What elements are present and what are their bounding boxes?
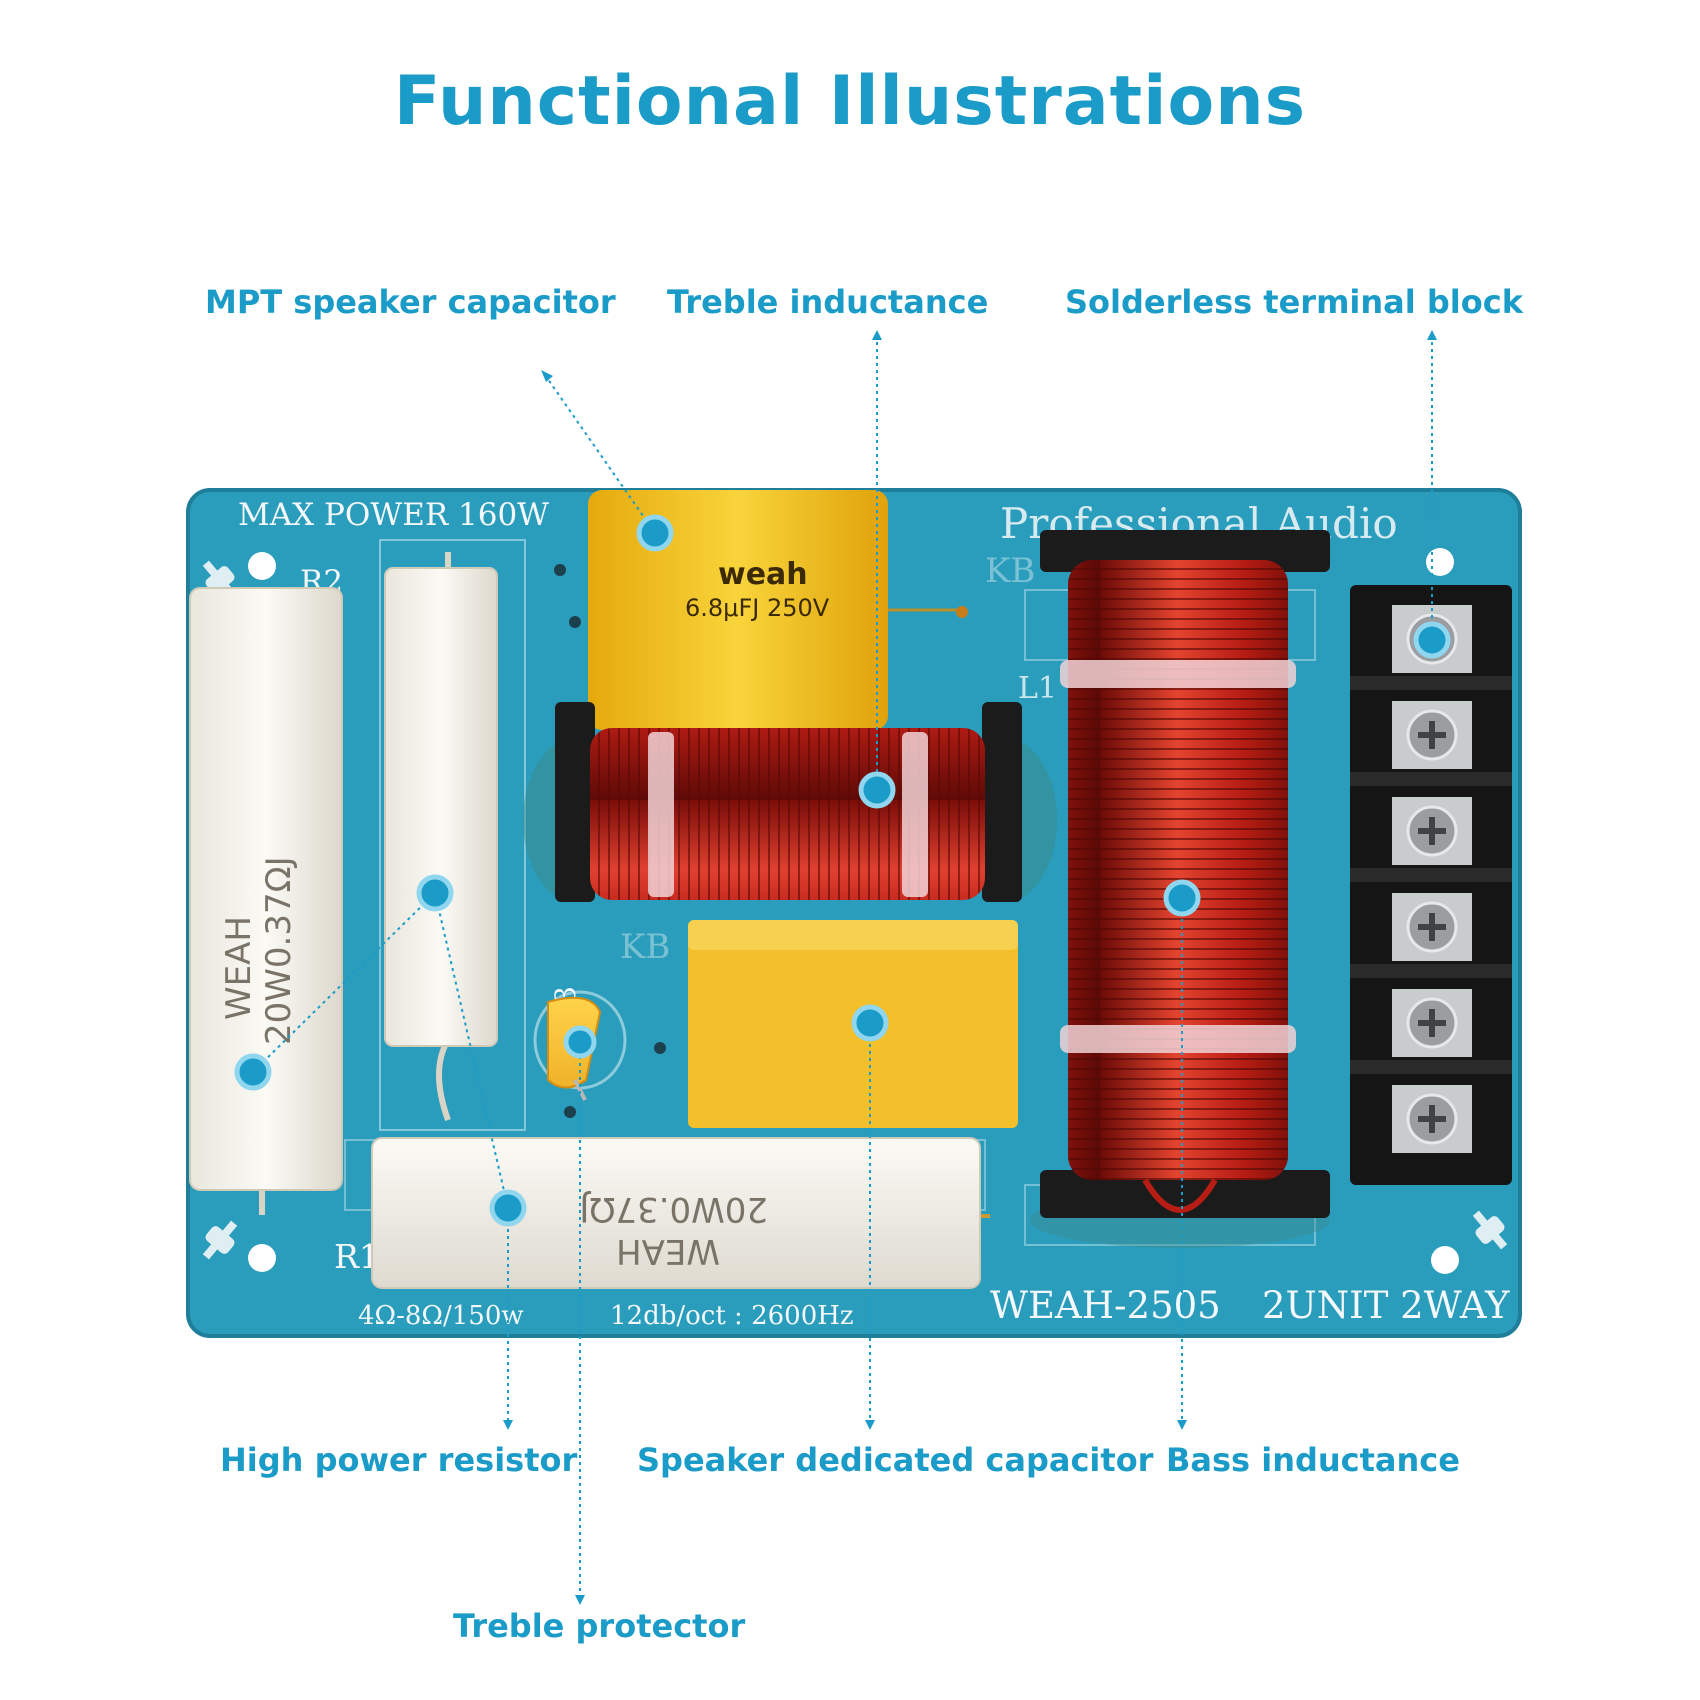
callout-terminal-block: Solderless terminal block — [1065, 283, 1523, 321]
callout-high-power-resistor: High power resistor — [220, 1441, 578, 1479]
page-title: Functional Illustrations — [393, 62, 1307, 141]
middle-power-resistor — [384, 552, 498, 1122]
mpt-capacitor-part: weah 6.8μFJ 250V — [588, 490, 968, 730]
impedance-label: 4Ω-8Ω/150w — [358, 1301, 524, 1331]
terminal-screw-icon — [1392, 1085, 1472, 1153]
bottom-power-resistor: 20W0.37ΩJ WEAH — [371, 1137, 990, 1289]
kb-mark-left: KB — [620, 927, 670, 967]
bottom-resistor-marking-2: 20W0.37ΩJ — [579, 1189, 768, 1229]
marker-dot — [234, 1053, 272, 1091]
config-label: 2UNIT 2WAY — [1262, 1284, 1510, 1327]
l1-label: L1 — [1018, 671, 1057, 706]
model-label: WEAH-2505 — [990, 1284, 1221, 1327]
marker-dot — [858, 771, 896, 809]
callout-mpt-capacitor: MPT speaker capacitor — [205, 283, 616, 321]
terminal-screw-icon — [1392, 701, 1472, 769]
terminal-screw-icon — [1392, 797, 1472, 865]
left-power-resistor: WEAH 20W0.37ΩJ — [189, 587, 343, 1215]
marker-dot — [563, 1025, 597, 1059]
max-power-label: MAX POWER 160W — [238, 497, 549, 533]
marker-dot — [636, 514, 674, 552]
capacitor-brand-text: weah — [718, 557, 808, 592]
screw-icon — [1472, 1210, 1508, 1250]
terminal-block-part — [1350, 585, 1512, 1185]
mounting-hole — [248, 552, 276, 580]
callout-bass-inductance: Bass inductance — [1166, 1441, 1460, 1479]
leader-arrowheads — [503, 330, 1437, 1605]
marker-dot — [1163, 879, 1201, 917]
marker-dot — [851, 1004, 889, 1042]
mounting-hole — [1426, 548, 1454, 576]
marker-dots — [234, 514, 1451, 1227]
crossover-label: 12db/oct : 2600Hz — [610, 1301, 854, 1331]
callout-treble-inductance: Treble inductance — [667, 283, 989, 321]
left-resistor-marking-1: WEAH — [219, 916, 259, 1020]
leader-lines — [252, 335, 1433, 1600]
kb-mark-right: KB — [985, 551, 1035, 591]
callout-speaker-capacitor: Speaker dedicated capacitor — [637, 1441, 1154, 1479]
marker-dot — [489, 1189, 527, 1227]
screw-icon — [202, 1220, 238, 1260]
mounting-hole — [1431, 1246, 1459, 1274]
bottom-resistor-marking-1: WEAH — [616, 1231, 720, 1271]
leader-resistor-left — [252, 892, 436, 1073]
left-resistor-marking-2: 20W0.37ΩJ — [259, 856, 299, 1045]
capacitor-rating-text: 6.8μFJ 250V — [685, 594, 830, 622]
leader-resistor-middle — [434, 892, 509, 1209]
marker-dot — [1413, 621, 1451, 659]
bass-inductor-part — [1030, 530, 1330, 1248]
mounting-hole — [248, 1244, 276, 1272]
terminal-screw-icon — [1392, 989, 1472, 1057]
marker-dot — [416, 874, 454, 912]
callout-treble-protector: Treble protector — [453, 1607, 746, 1645]
terminal-screw-icon — [1392, 893, 1472, 961]
treble-inductor-part — [523, 702, 1057, 902]
